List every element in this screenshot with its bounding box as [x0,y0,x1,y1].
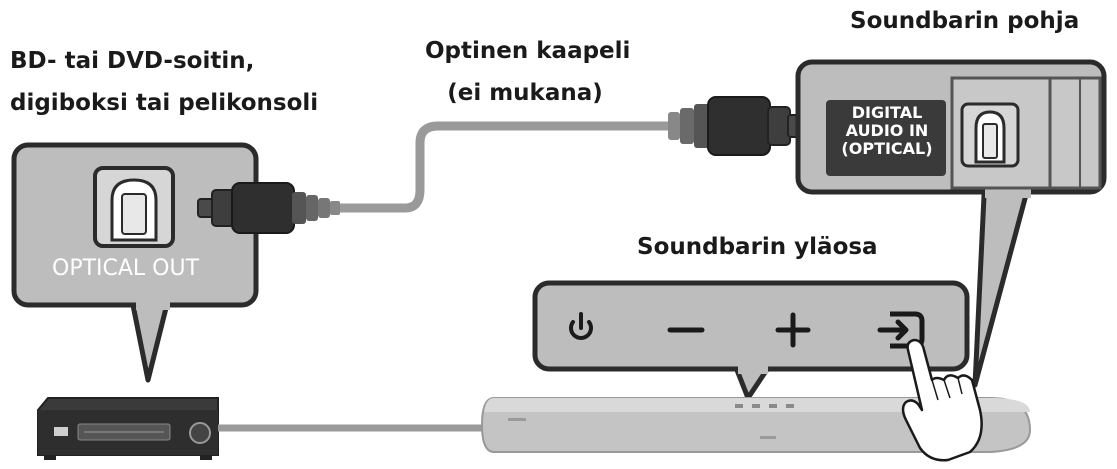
bd-dvd-player-icon [37,397,219,460]
source-device-label-line1: BD- tai DVD-soitin, [10,48,255,74]
pointing-hand-icon [901,338,983,462]
digital-audio-in-label: DIGITAL AUDIO IN (OPTICAL) [832,104,942,158]
optical-out-port-icon [93,166,175,248]
soundbar-top-label: Soundbarin yläosa [637,234,878,260]
source-optical-plug-icon [197,182,340,234]
power-icon [569,312,593,340]
source-device-label-line2: digiboksi tai pelikonsoli [10,90,319,116]
digital-audio-in-label-line2: AUDIO IN [845,121,929,140]
plus-icon [775,312,811,348]
soundbar-icon [480,397,1032,453]
cable-label-line2: (ei mukana) [447,80,603,106]
optical-out-label: OPTICAL OUT [52,256,200,281]
soundbar-bottom-callout [795,59,1107,388]
soundbar-optical-plug-icon [668,96,805,156]
digital-audio-in-label-line1: DIGITAL [851,103,923,122]
cable-label-line1: Optinen kaapeli [425,38,631,64]
optical-cable [335,121,673,213]
digital-audio-in-label-line3: (OPTICAL) [841,139,933,158]
digital-audio-in-port-icon [960,102,1020,168]
soundbar-top-callout [532,280,970,401]
soundbar-bottom-label: Soundbarin pohja [850,8,1080,34]
